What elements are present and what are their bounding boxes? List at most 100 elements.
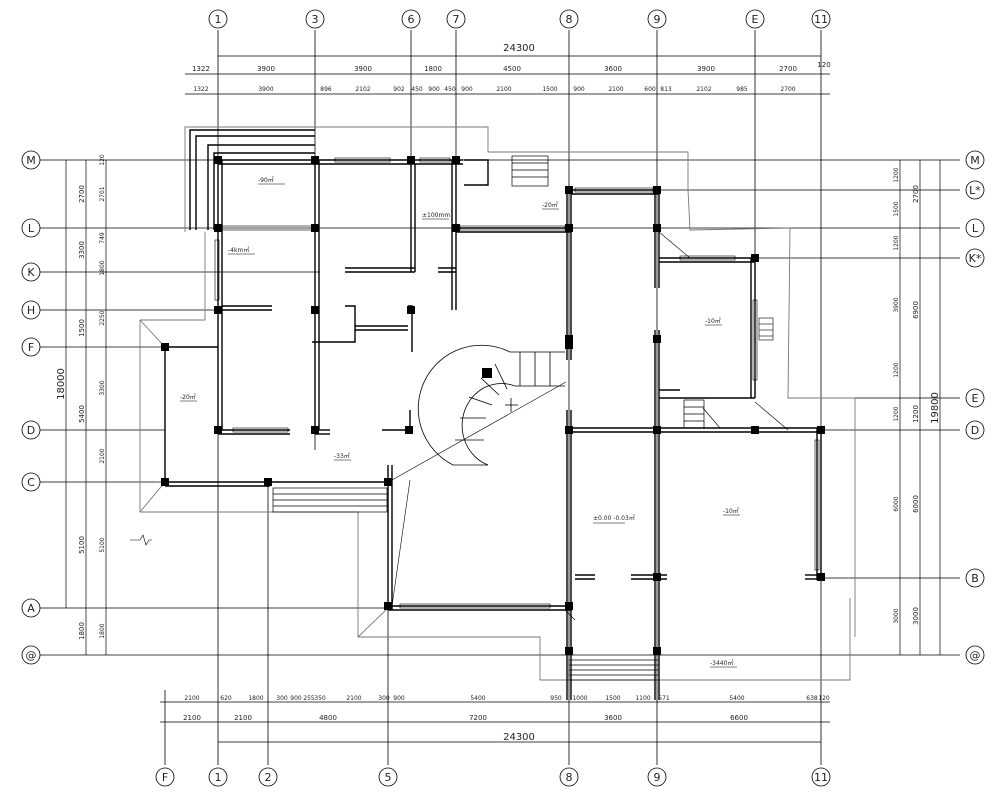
room-label: -33㎡ xyxy=(334,452,350,460)
fireplace-symbol xyxy=(758,317,774,341)
dim: 5400 xyxy=(78,405,86,423)
svg-text:F: F xyxy=(162,771,168,784)
dim: 985 xyxy=(736,86,748,93)
dim: 900 xyxy=(428,86,440,93)
dim: 6600 xyxy=(730,714,748,722)
dim: 1500 xyxy=(605,695,620,702)
dim: 5400 xyxy=(729,695,744,702)
axis-bubble: 1 xyxy=(208,767,228,787)
dim: 2102 xyxy=(355,86,370,93)
axis-bubble: @ xyxy=(965,645,985,665)
dim: 3300 xyxy=(78,241,86,259)
room-labels: -90㎡ -4km㎡ ±100mm -20㎡ -20㎡ -33㎡ -10㎡ ±0… xyxy=(180,176,740,668)
dim: 120 xyxy=(818,695,830,702)
dim: 6000 xyxy=(912,495,920,513)
dim: 120 xyxy=(817,61,830,69)
axis-bubble: 9 xyxy=(647,9,667,29)
dim: 3000 xyxy=(893,608,900,623)
svg-text:11: 11 xyxy=(814,13,828,26)
dim: 896 xyxy=(320,86,332,93)
dim: 3900 xyxy=(257,65,275,73)
svg-text:B: B xyxy=(971,572,979,585)
dim: 4500 xyxy=(503,65,521,73)
svg-text:L*: L* xyxy=(969,184,981,197)
svg-text:A: A xyxy=(27,602,35,615)
dim: 3300 xyxy=(99,380,106,395)
axis-bubble: K* xyxy=(965,248,985,268)
dim: 5100 xyxy=(78,536,86,554)
right-dimensions: 1200 1500 1200 3900 1200 1200 6000 3000 … xyxy=(893,167,941,625)
svg-text:5: 5 xyxy=(385,771,392,784)
svg-text:H: H xyxy=(27,304,35,317)
dim: 450 xyxy=(444,86,456,93)
grid-lines xyxy=(40,30,960,765)
windows xyxy=(214,157,820,609)
dim: 1500 xyxy=(78,319,86,337)
dim: 3900 xyxy=(893,297,900,312)
room-label: -10㎡ xyxy=(723,507,739,515)
axis-bubble: 8 xyxy=(559,9,579,29)
room-label: -3440㎡ xyxy=(710,659,733,667)
svg-text:L: L xyxy=(972,222,979,235)
dim: 2700 xyxy=(912,185,920,203)
room-label: -4km㎡ xyxy=(228,246,249,254)
svg-text:L: L xyxy=(28,222,35,235)
svg-text:11: 11 xyxy=(814,771,828,784)
dim: 3600 xyxy=(604,714,622,722)
dim: 300 xyxy=(276,695,288,702)
dim: 600 xyxy=(644,86,656,93)
dim: 1000 xyxy=(572,695,587,702)
svg-text:@: @ xyxy=(970,649,981,662)
dim: 6000 xyxy=(893,496,900,511)
dim: 5100 xyxy=(99,537,106,552)
dim: 1800 xyxy=(424,65,442,73)
dim: 2250 xyxy=(99,310,106,325)
left-axis-bubbles: M L K H F D C A @ xyxy=(21,150,41,665)
dim: 2102 xyxy=(696,86,711,93)
dim: 902 xyxy=(393,86,405,93)
dim: 950 xyxy=(550,695,562,702)
dim: 1200 xyxy=(893,235,900,250)
svg-text:8: 8 xyxy=(566,771,573,784)
dim: 3900 xyxy=(354,65,372,73)
dim: 5400 xyxy=(470,695,485,702)
walls xyxy=(164,129,822,700)
right-total-dimension: 19800 xyxy=(930,392,941,424)
dim: 2700 xyxy=(78,185,86,203)
dim: 1800 xyxy=(99,260,106,275)
dim: 2100 xyxy=(184,695,199,702)
axis-bubble: @ xyxy=(21,645,41,665)
dim: 1200 xyxy=(893,362,900,377)
bottom-axis-bubbles: F 1 2 5 8 9 11 xyxy=(155,767,831,787)
axis-bubble: 5 xyxy=(378,767,398,787)
axis-bubble: M xyxy=(21,150,41,170)
dim: 900 xyxy=(573,86,585,93)
axis-bubble: 7 xyxy=(446,9,466,29)
right-axis-bubbles: M L* L K* E D B @ xyxy=(965,150,985,665)
svg-text:F: F xyxy=(28,341,34,354)
svg-text:@: @ xyxy=(26,649,37,662)
dim: 2100 xyxy=(346,695,361,702)
dim: 571 xyxy=(658,695,670,702)
dim: 1100 xyxy=(635,695,650,702)
dim: 450 xyxy=(411,86,423,93)
dim: 7200 xyxy=(469,714,487,722)
dim: 120 xyxy=(99,154,106,166)
dim: 4800 xyxy=(319,714,337,722)
dim: 3900 xyxy=(697,65,715,73)
dim: 1322 xyxy=(193,86,208,93)
top-dimensions: 24300 1322 3900 3900 1800 4500 3600 3900… xyxy=(192,43,831,93)
dim: 1500 xyxy=(542,86,557,93)
svg-text:D: D xyxy=(27,424,35,437)
structural-columns xyxy=(161,156,825,655)
axis-bubble: B xyxy=(965,568,985,588)
axis-bubble: D xyxy=(21,420,41,440)
svg-text:6: 6 xyxy=(408,13,415,26)
axis-bubble: C xyxy=(21,472,41,492)
dim: 2100 xyxy=(234,714,252,722)
dim: 900 xyxy=(393,695,405,702)
dim: 1800 xyxy=(248,695,263,702)
svg-text:E: E xyxy=(752,13,759,26)
dim: 1322 xyxy=(192,65,210,73)
